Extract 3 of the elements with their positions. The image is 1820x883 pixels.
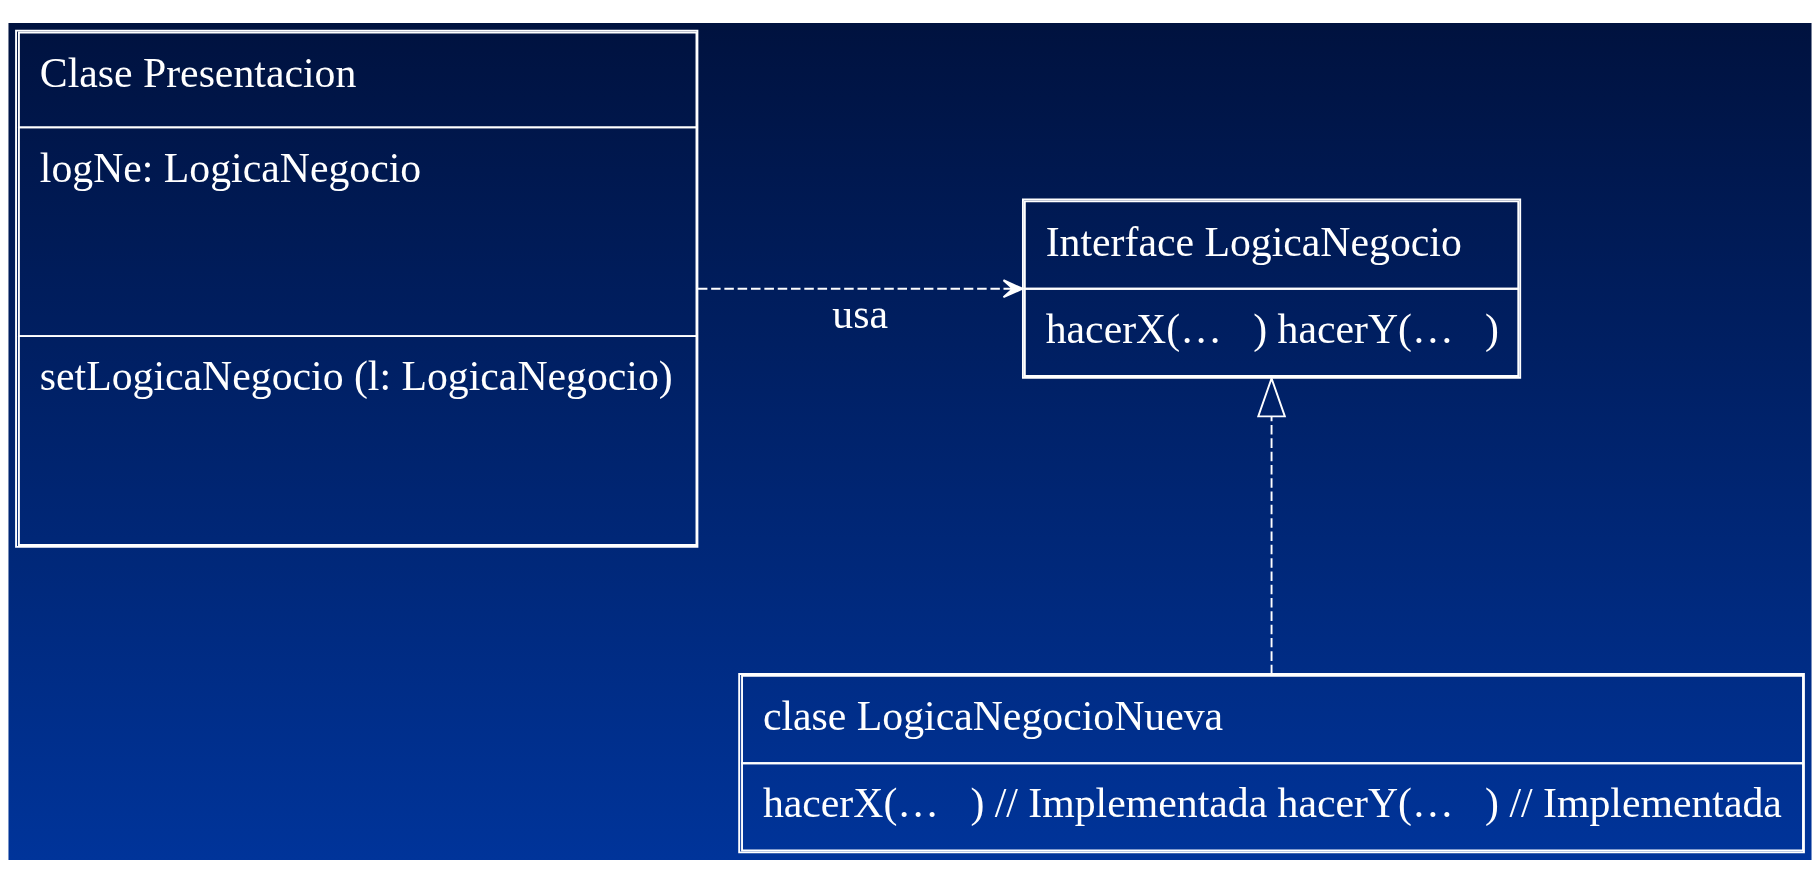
edge-label: usa xyxy=(832,290,889,337)
arrow xyxy=(1256,375,1287,675)
arrow xyxy=(697,279,1024,299)
